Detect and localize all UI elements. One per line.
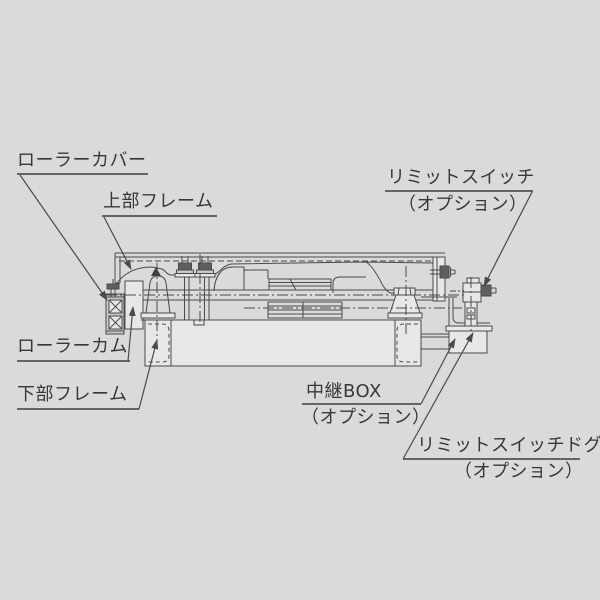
lower-frame-label: 下部フレーム bbox=[17, 384, 128, 405]
leader-limit-switch bbox=[483, 191, 533, 287]
bolt-icon bbox=[194, 256, 216, 278]
relay-box-option-label: （オプション） bbox=[301, 407, 431, 428]
motor-assembly bbox=[213, 266, 366, 319]
roller-cam-roller bbox=[124, 280, 144, 330]
leader-limit-switch-dog bbox=[402, 332, 474, 460]
side-bolt-icon bbox=[430, 265, 456, 279]
leader-relay-box bbox=[420, 338, 456, 405]
centerlines bbox=[106, 254, 472, 344]
limit-switch-dog-option-label: （オプション） bbox=[454, 461, 584, 482]
limit-switch-bolt bbox=[480, 284, 492, 297]
leader-roller-cover bbox=[19, 174, 108, 301]
frame-bolts bbox=[174, 256, 456, 279]
roller-cam-label: ローラーカム bbox=[17, 336, 128, 357]
limit-switch-option-label: （オプション） bbox=[398, 194, 528, 215]
label-underlines bbox=[17, 173, 580, 460]
grease-nipple-icon bbox=[151, 267, 161, 276]
leader-lines bbox=[19, 174, 533, 460]
left-bell-support bbox=[140, 267, 176, 321]
limit-switch-assembly bbox=[421, 277, 497, 354]
limit-switch-dog-label: リミットスイッチドグ bbox=[417, 435, 600, 456]
upper-frame-label: 上部フレーム bbox=[103, 191, 214, 212]
leader-roller-cam bbox=[127, 306, 136, 362]
limit-switch-label: リミットスイッチ bbox=[387, 167, 535, 188]
roller-cam-assembly bbox=[105, 279, 144, 335]
lower-frame-drawing bbox=[144, 319, 422, 367]
roller-cover-profile bbox=[116, 261, 434, 294]
relay-box-label: 中継BOX bbox=[306, 381, 382, 402]
leader-upper-frame bbox=[103, 216, 132, 270]
leader-lower-frame bbox=[138, 339, 159, 410]
hanger-bracket bbox=[184, 277, 210, 326]
roller-cover-label: ローラーカバー bbox=[17, 150, 147, 171]
bolt-icon bbox=[174, 256, 196, 278]
